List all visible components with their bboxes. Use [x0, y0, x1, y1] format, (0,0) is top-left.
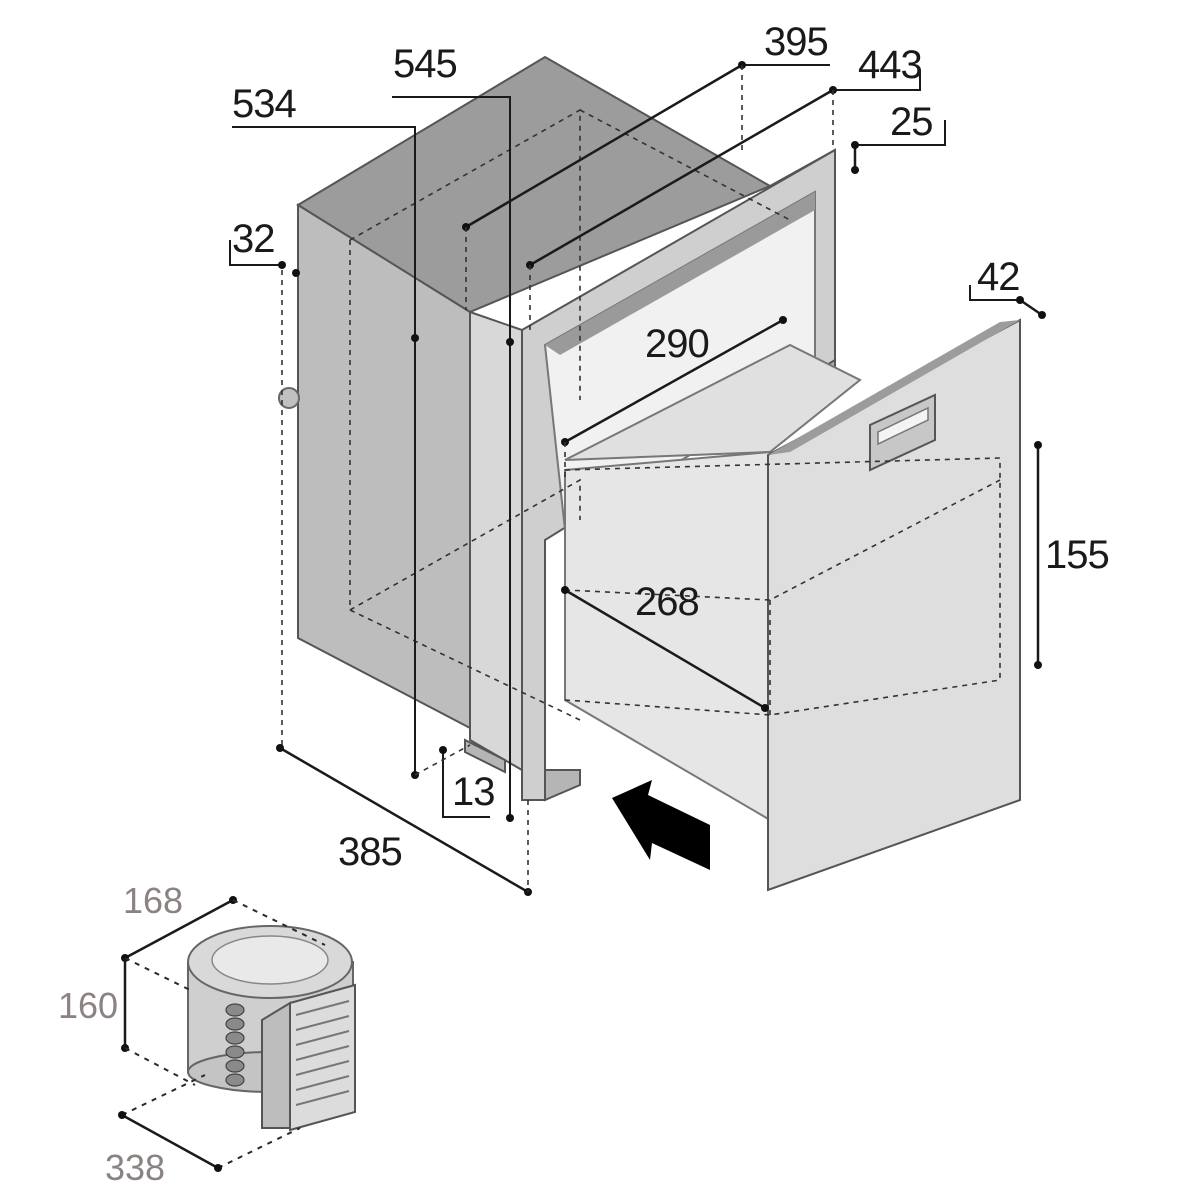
- compressor-grille-front: [289, 983, 356, 1132]
- dim-155-label: 155: [1045, 533, 1109, 577]
- compressor-coil: [225, 1003, 245, 1087]
- dim-385-label: 385: [338, 830, 402, 874]
- dim-545-label: 545: [393, 42, 457, 86]
- drawer-front-top-edge: [768, 320, 1020, 455]
- drawer-left-side: [564, 450, 771, 822]
- hidden-lines: [349, 108, 1001, 721]
- dim-443-label: 443: [858, 43, 922, 87]
- compressor-dimension-labels: 168 160 338: [58, 880, 183, 1188]
- drawer-box: [564, 318, 1021, 892]
- cabinet-foot: [544, 769, 581, 802]
- hinge-knob: [278, 387, 300, 409]
- compressor-unit: [187, 925, 356, 1132]
- compressor-dimension-lines: [118, 896, 326, 1172]
- dim-13-label: 13: [452, 770, 495, 814]
- cabinet-foot-left: [464, 738, 506, 774]
- dim-25-label: 25: [890, 100, 933, 144]
- dim-268-label: 268: [635, 580, 699, 624]
- dim-160-label: 160: [58, 985, 118, 1026]
- compressor-grille-side: [261, 1001, 291, 1129]
- dim-42-label: 42: [977, 255, 1020, 299]
- dim-534-label: 534: [232, 82, 296, 126]
- compressor-grille-slats: [295, 1000, 350, 1106]
- dim-32-label: 32: [232, 217, 275, 261]
- dim-395-label: 395: [764, 20, 828, 64]
- cabinet-flange-strip: [469, 310, 523, 772]
- dim-168-label: 168: [123, 880, 183, 921]
- compressor-top-inner: [211, 935, 329, 985]
- dim-338-label: 338: [105, 1147, 165, 1188]
- dim-290-label: 290: [645, 322, 709, 366]
- drawer-handle-recess: [877, 406, 929, 446]
- drawer-inner-back: [564, 343, 862, 461]
- insert-arrow-icon: [612, 780, 710, 870]
- dimension-labels: 534 545 395 443 25 32 42 290 268 155 13 …: [232, 20, 1110, 874]
- opening-top-strip: [545, 192, 815, 355]
- dimension-lines: [229, 61, 1046, 896]
